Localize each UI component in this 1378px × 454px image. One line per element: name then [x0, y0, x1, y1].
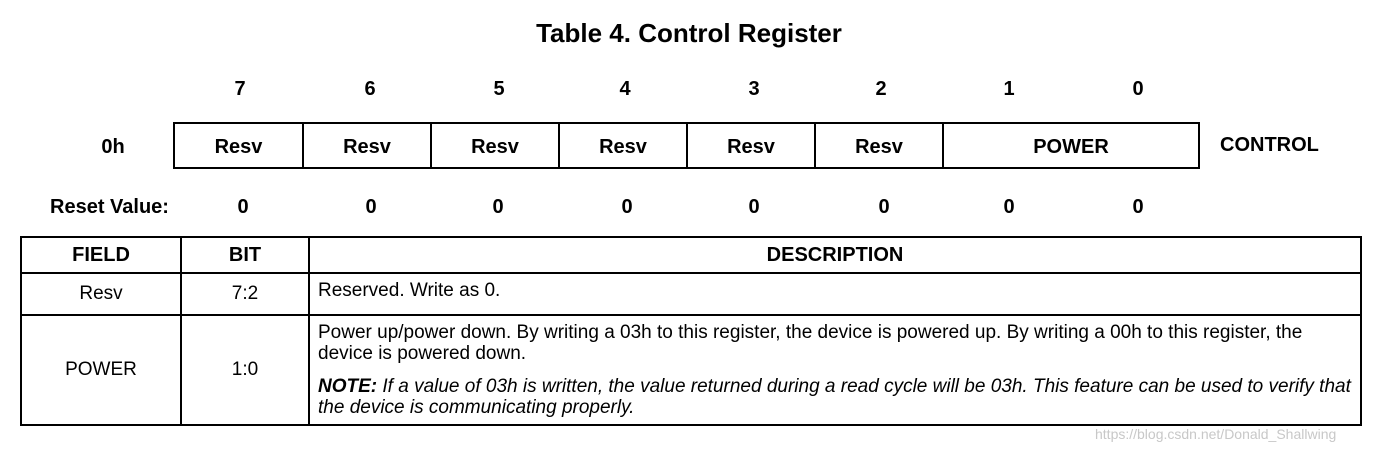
reset-value-bit1: 0 [1003, 196, 1015, 218]
bit-number-6: 6 [364, 78, 376, 100]
reset-value-bit2: 0 [878, 196, 890, 218]
table-header-row: FIELD BIT DESCRIPTION [20, 236, 1362, 274]
reset-value-bit3: 0 [748, 196, 760, 218]
register-field-bit7: Resv [175, 124, 304, 167]
note-label: NOTE: [318, 376, 378, 397]
note-body: If a value of 03h is written, the value … [318, 376, 1351, 418]
register-field-bit5: Resv [432, 124, 560, 167]
bit-number-4: 4 [619, 78, 631, 100]
register-field-bit6: Resv [304, 124, 432, 167]
register-name: CONTROL [1220, 134, 1319, 156]
bit-range-cell: 7:2 [180, 272, 310, 316]
table-title: Table 4. Control Register [536, 18, 842, 48]
reset-value-bit7: 0 [237, 196, 249, 218]
register-address: 0h [101, 136, 125, 158]
reset-value-bit6: 0 [365, 196, 377, 218]
field-name-cell: Resv [20, 272, 182, 316]
table-row: POWER 1:0 Power up/power down. By writin… [20, 314, 1362, 426]
reset-value-bit5: 0 [492, 196, 504, 218]
description-text: Power up/power down. By writing a 03h to… [318, 322, 1303, 364]
field-description-table: FIELD BIT DESCRIPTION Resv 7:2 Reserved.… [20, 236, 1362, 426]
reset-value-label: Reset Value: [50, 196, 169, 218]
watermark-url: https://blog.csdn.net/Donald_Shallwing [1095, 426, 1337, 442]
bit-number-1: 1 [1003, 78, 1015, 100]
register-field-bit3: Resv [688, 124, 816, 167]
reset-value-bit0: 0 [1132, 196, 1144, 218]
bit-range-cell: 1:0 [180, 314, 310, 426]
description-cell: Power up/power down. By writing a 03h to… [308, 314, 1362, 426]
reset-value-bit4: 0 [621, 196, 633, 218]
description-cell: Reserved. Write as 0. [308, 272, 1362, 316]
register-field-bit4: Resv [560, 124, 688, 167]
note-text: NOTE: If a value of 03h is written, the … [318, 376, 1352, 418]
table-row: Resv 7:2 Reserved. Write as 0. [20, 272, 1362, 316]
register-bit-map: Resv Resv Resv Resv Resv Resv POWER [173, 122, 1200, 169]
column-header-field: FIELD [20, 236, 182, 274]
column-header-description: DESCRIPTION [308, 236, 1362, 274]
register-field-bit2: Resv [816, 124, 944, 167]
column-header-bit: BIT [180, 236, 310, 274]
bit-number-7: 7 [234, 78, 246, 100]
bit-number-0: 0 [1132, 78, 1144, 100]
bit-number-5: 5 [493, 78, 505, 100]
bit-number-2: 2 [875, 78, 887, 100]
register-field-power: POWER [1033, 136, 1109, 158]
bit-number-3: 3 [748, 78, 760, 100]
field-name-cell: POWER [20, 314, 182, 426]
